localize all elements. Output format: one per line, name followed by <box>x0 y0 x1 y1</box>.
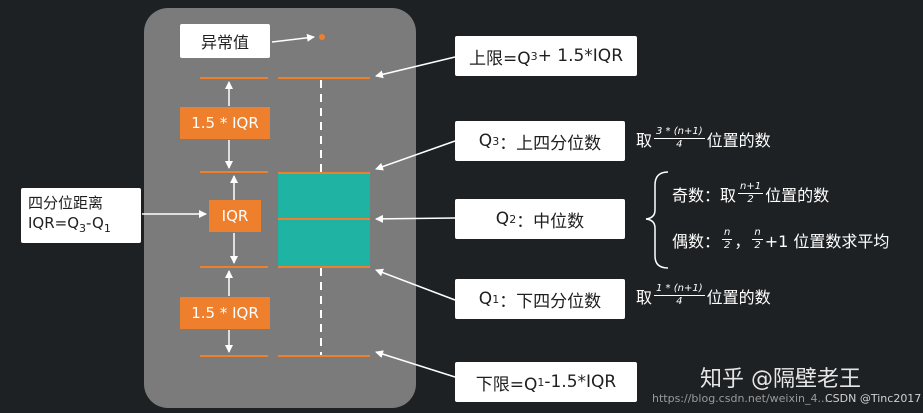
csdn-url-watermark: https://blog.csdn.net/weixin_4... <box>652 392 829 405</box>
iqr-formula: IQR=Q3-Q1 <box>28 213 111 235</box>
iqr-label: IQR <box>209 200 261 232</box>
csdn-watermark: CSDN @Tinc2017 <box>825 392 922 405</box>
outlier-point <box>319 34 325 40</box>
upper-range-label: 1.5 * IQR <box>180 107 270 139</box>
zhihu-watermark: 知乎 @隔壁老王 <box>700 367 861 392</box>
box-upper-half <box>278 173 370 219</box>
upper-limit-arrow <box>375 56 456 79</box>
q3-position-note: 取 3 * (n+1)4 位置的数 <box>636 126 771 150</box>
box-lower-half <box>278 219 370 267</box>
q3-arrow <box>375 140 456 171</box>
lower-limit-arrow <box>375 350 456 378</box>
outlier-label: 异常值 <box>180 24 270 58</box>
q1-arrow <box>375 268 456 301</box>
q3-fraction: 3 * (n+1)4 <box>654 126 705 150</box>
q2-arrow <box>375 214 456 223</box>
median-brace <box>645 171 669 269</box>
outlier-arrow <box>271 33 315 43</box>
lower-range-label: 1.5 * IQR <box>180 297 270 329</box>
q1-position-note: 取 1 * (n+1)4 位置的数 <box>636 283 771 307</box>
iqr-definition-box: 四分位距离 IQR=Q3-Q1 <box>21 188 141 243</box>
q1-fraction: 1 * (n+1)4 <box>654 283 705 307</box>
